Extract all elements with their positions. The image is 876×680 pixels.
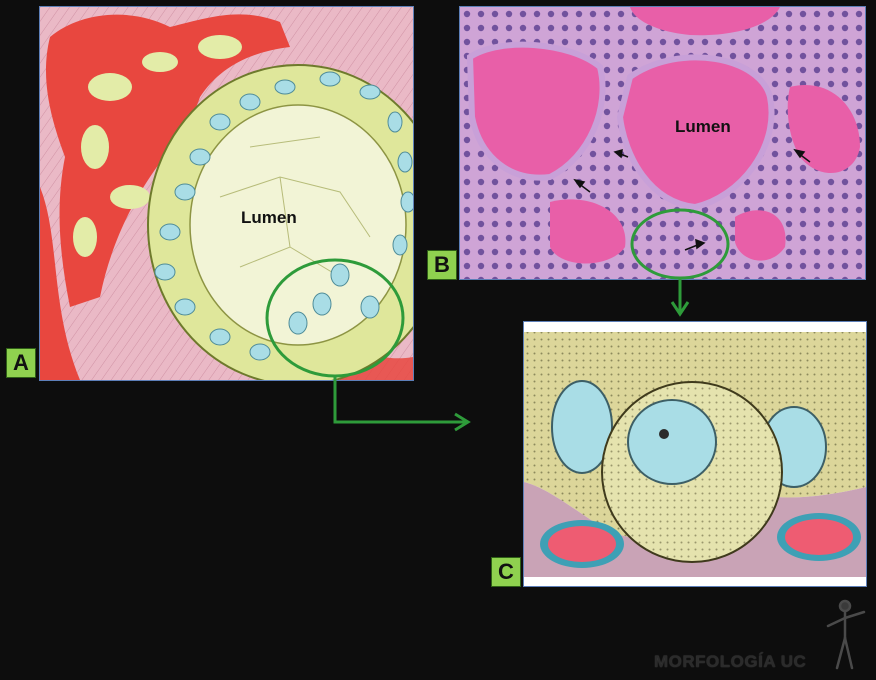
callout-arrowhead-a [454, 412, 471, 432]
callout-arrowhead-b [670, 301, 690, 317]
panel-tag-a: A [6, 348, 36, 378]
panel-tag-c: C [491, 557, 521, 587]
panel-c-ultrastructure-illustration [523, 321, 867, 587]
callout-arrow-a [333, 376, 466, 424]
human-figure-icon [826, 599, 866, 670]
panel-tag-b: B [427, 250, 457, 280]
panel-b-histology-micrograph [459, 6, 866, 280]
ultrastructure-illustration [524, 322, 866, 586]
watermark-text: MORFOLOGÍA UC [654, 652, 807, 671]
lumen-label-b: Lumen [675, 117, 731, 136]
histology-micrograph [460, 7, 865, 279]
follicle-illustration [40, 7, 413, 380]
lumen-label-a: Lumen [241, 208, 297, 227]
panel-a-follicle-illustration [39, 6, 414, 381]
